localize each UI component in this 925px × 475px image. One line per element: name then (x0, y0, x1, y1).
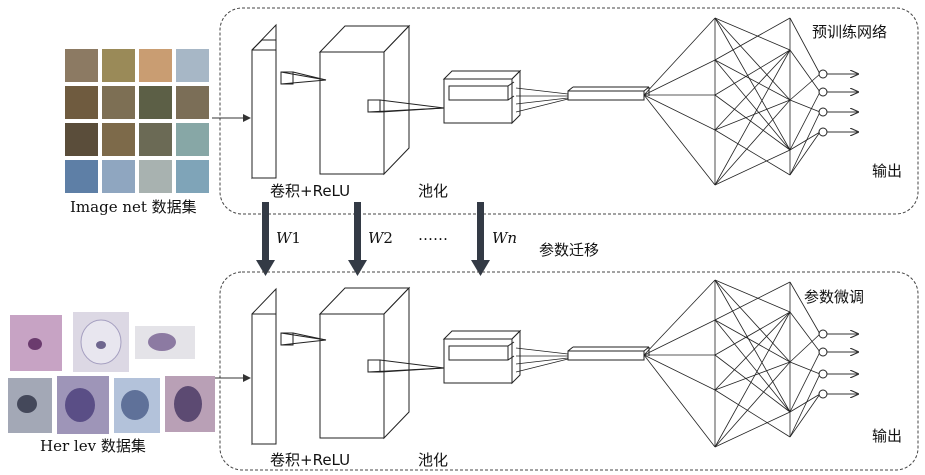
output-label-top: 输出 (872, 162, 902, 180)
parameter-transfer-label: 参数迁移 (539, 241, 599, 259)
weight-w2-label: W2 (368, 229, 393, 247)
conv-relu-label-top: 卷积+ReLU (270, 182, 350, 200)
svg-text:Wn: Wn (492, 229, 517, 247)
weight-w1-label: W1 (276, 229, 301, 247)
herlev-image-collage (8, 312, 215, 434)
output-nodes-bottom (819, 330, 827, 398)
svg-text:W2: W2 (368, 229, 393, 247)
fc-network-top (644, 18, 820, 185)
output-nodes-top (819, 70, 827, 136)
conv-layer-1-bottom (252, 289, 276, 444)
pretrained-network-title: 预训练网络 (812, 23, 887, 41)
fine-tuning-title: 参数微调 (804, 288, 864, 306)
herlev-dataset-label: Her lev 数据集 (40, 437, 146, 455)
output-label-bottom: 输出 (872, 427, 902, 445)
fc-network-bottom (644, 280, 820, 447)
pool-layer-bottom (444, 331, 520, 383)
svg-text:W1: W1 (276, 229, 301, 247)
pool-to-fc-lines-top (516, 88, 568, 112)
output-arrows-bottom (827, 334, 858, 394)
imagenet-image-grid (65, 49, 209, 193)
pool-layer-top (444, 71, 520, 123)
conv-layer-2-top (320, 26, 409, 174)
weight-wn-label: Wn (492, 229, 517, 247)
conv-relu-label-bottom: 卷积+ReLU (270, 451, 350, 469)
pool-label-bottom: 池化 (418, 451, 448, 469)
pool-to-fc-lines-bottom (516, 348, 568, 372)
flatten-bar-bottom (568, 347, 649, 360)
conv-layer-2-bottom (320, 288, 409, 438)
pool-label-top: 池化 (418, 182, 448, 200)
imagenet-dataset-label: Image net 数据集 (70, 198, 197, 216)
flatten-bar-top (568, 87, 649, 100)
output-arrows-top (827, 74, 858, 132)
weight-ellipsis: …… (418, 226, 448, 244)
conv-layer-1-top (252, 25, 276, 178)
